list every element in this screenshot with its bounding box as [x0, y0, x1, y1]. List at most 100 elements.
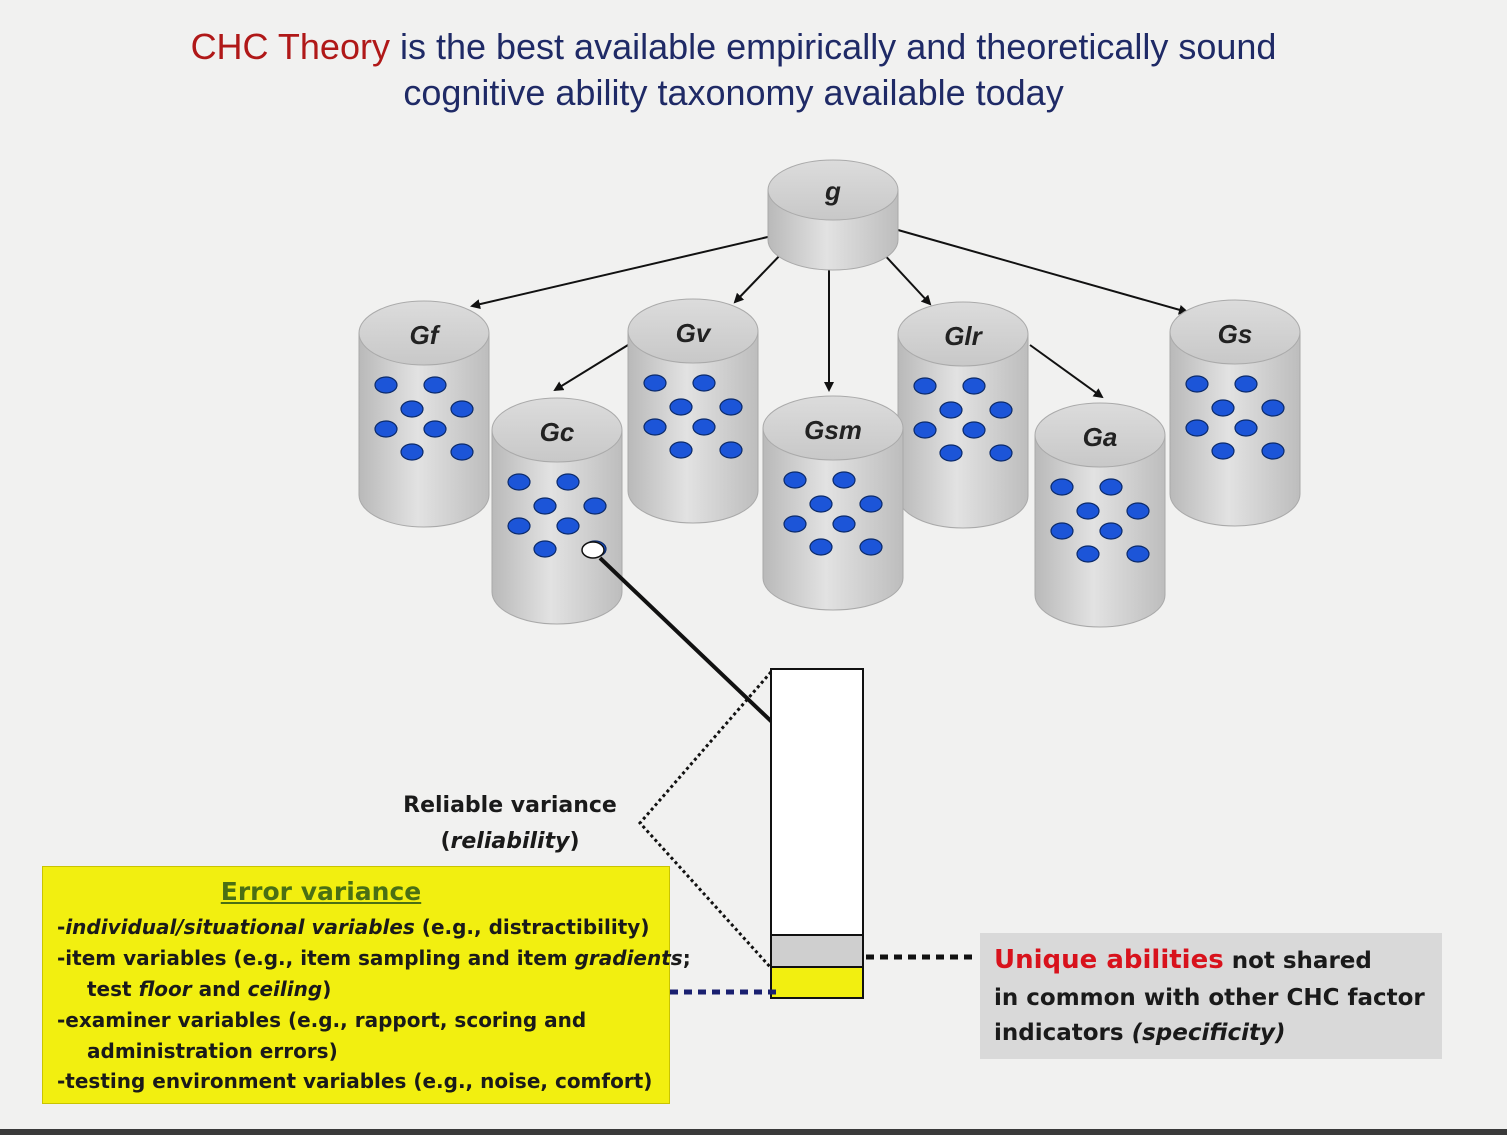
indicator-dot [1126, 545, 1150, 563]
text: ) [322, 977, 332, 1001]
cylinder-top [627, 298, 759, 364]
text: ; [682, 946, 691, 970]
indicator-dot [719, 441, 743, 459]
indicator-dot [507, 473, 531, 491]
indicator-dot [809, 495, 833, 513]
indicator-dot [1076, 545, 1100, 563]
cylinder-gv: Gv [627, 298, 759, 524]
cylinder-top [767, 159, 899, 221]
reliable-variance-label: Reliable variance (reliability) [380, 788, 640, 860]
indicator-dot [400, 443, 424, 461]
cylinder-top [1034, 402, 1166, 468]
indicator-dot [423, 376, 447, 394]
indicator-dot [423, 420, 447, 438]
indicator-dot [859, 495, 883, 513]
indicator-dot [692, 418, 716, 436]
cylinder-label-gv: Gv [676, 318, 712, 348]
unique-line-1: Unique abilities not shared [994, 945, 1372, 975]
indicator-dot [556, 473, 580, 491]
indicator-dot [669, 441, 693, 459]
indicator-dot [1211, 399, 1235, 417]
cylinder-top [358, 300, 490, 366]
text: indicators [994, 1020, 1132, 1046]
indicator-dot [374, 376, 398, 394]
unique-abilities-heading: Unique abilities [994, 945, 1224, 975]
cylinder-ga: Ga [1034, 402, 1166, 628]
indicator-dot [1234, 375, 1258, 393]
reliable-bracket [637, 671, 773, 970]
indicator-dot [1126, 502, 1150, 520]
indicator-dot [939, 444, 963, 462]
indicator-dot [832, 471, 856, 489]
error-variance-panel: Error variance -individual/situational v… [42, 866, 691, 1104]
indicator-dot [692, 374, 716, 392]
reliable-line-2: (reliability) [380, 824, 640, 860]
text: - [57, 915, 66, 939]
cylinder-top [762, 395, 904, 461]
indicator-dot [450, 443, 474, 461]
indicator-dot [507, 517, 531, 535]
cylinder-label-gf: Gf [410, 320, 441, 350]
indicator-dot [1211, 442, 1235, 460]
indicator-dot [669, 398, 693, 416]
text-italic: gradients [574, 946, 683, 970]
text: test [87, 977, 139, 1001]
arrow-gv-gc [553, 344, 629, 392]
unique-line-3: indicators (specificity) [994, 1020, 1286, 1046]
cylinder-gc: Gc [491, 397, 623, 625]
cylinder-top [897, 301, 1029, 367]
arrow-g-glr [879, 249, 932, 306]
text: and [191, 977, 248, 1001]
unique-line-2: in common with other CHC factor [994, 985, 1425, 1011]
paren-open: ( [440, 829, 451, 854]
indicator-dot [809, 538, 833, 556]
title-rest: is the best available empirically and th… [389, 26, 1277, 67]
arrow-glr-ga [1029, 344, 1104, 399]
indicator-dot [832, 515, 856, 533]
text-italic: individual/situational variables [65, 915, 415, 939]
indicator-dot [1185, 375, 1209, 393]
error-line-administration: administration errors) [87, 1039, 338, 1063]
page-title-line-1: CHC Theory is the best available empiric… [0, 26, 1467, 68]
cylinder-label-glr: Glr [944, 321, 983, 351]
indicator-dot [583, 497, 607, 515]
cylinder-gsm: Gsm [762, 395, 904, 611]
cylinder-gs: Gs [1169, 299, 1301, 527]
cylinder-label-gsm: Gsm [804, 415, 862, 445]
text: not shared [1223, 948, 1372, 974]
arrow-g-gv [733, 249, 786, 304]
variance-bar [770, 668, 864, 999]
reliability-italic: reliability [450, 829, 570, 854]
selected-indicator-dot [581, 541, 605, 559]
indicator-dot [989, 444, 1013, 462]
specificity-italic: (specificity) [1131, 1020, 1286, 1046]
indicator-dot [1099, 478, 1123, 496]
indicator-dot [962, 421, 986, 439]
indicator-dot [913, 421, 937, 439]
page-title-line-2: cognitive ability taxonomy available tod… [403, 72, 1064, 113]
cylinder-gf: Gf [358, 300, 490, 528]
arrow-g-gf [470, 235, 773, 310]
indicator-dot [643, 418, 667, 436]
reliable-line-1: Reliable variance [403, 793, 617, 818]
cylinder-label-g: g [824, 176, 841, 206]
indicator-dot [400, 400, 424, 418]
unique-abilities-panel: Unique abilities not shared in common wi… [980, 933, 1442, 1059]
text: (e.g., distractibility) [414, 915, 650, 939]
connector-arrows [470, 229, 1189, 399]
error-line-floor-ceiling: test floor and ceiling) [87, 977, 331, 1001]
error-line-examiner: -examiner variables (e.g., rapport, scor… [57, 1008, 587, 1032]
indicator-dot [962, 377, 986, 395]
indicator-dot [533, 497, 557, 515]
dotted-connectors [637, 671, 978, 995]
indicator-dot [533, 540, 557, 558]
factor-cylinders: Gf Gv Glr Gs Gc Gsm Ga g [358, 159, 1301, 747]
arrow-g-gs [897, 229, 1189, 315]
indicator-dot [1099, 522, 1123, 540]
bottom-border [0, 1129, 1507, 1135]
indicator-dot [783, 471, 807, 489]
error-line-individual: -individual/situational variables (e.g.,… [57, 915, 649, 939]
indicator-dot [1234, 419, 1258, 437]
